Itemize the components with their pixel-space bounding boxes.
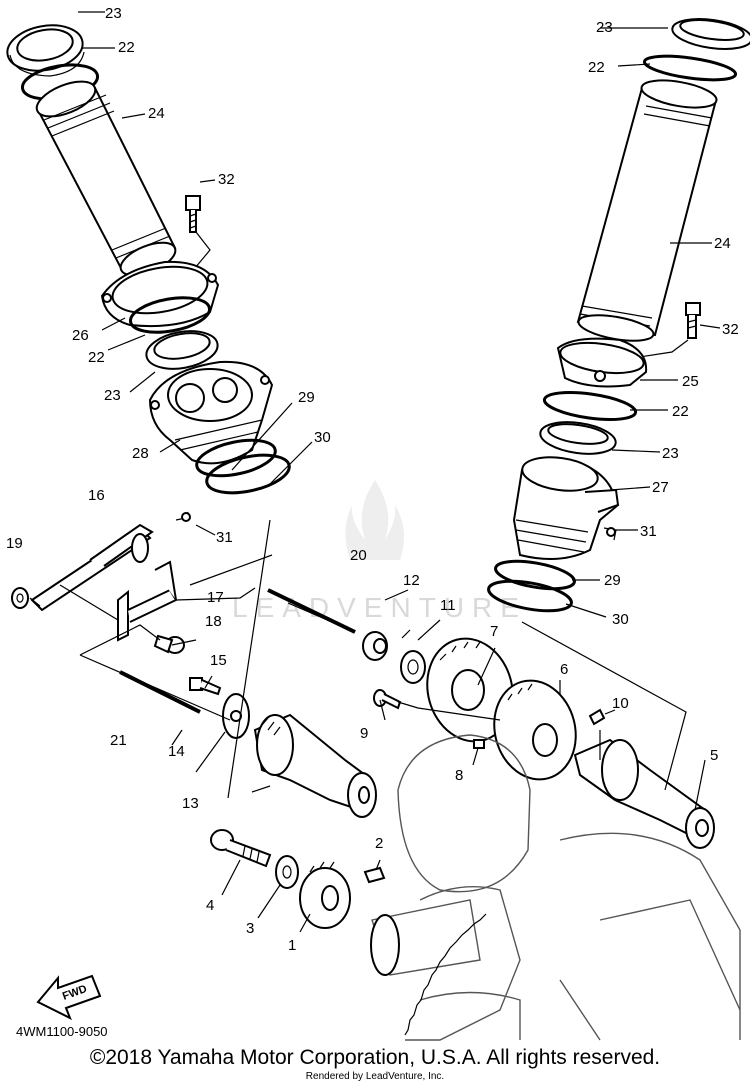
sprocket-1 bbox=[299, 861, 351, 929]
callout-24: 24 bbox=[148, 105, 165, 122]
left-tube-cap-23 bbox=[6, 24, 85, 77]
callout-3: 3 bbox=[246, 920, 254, 937]
left-cap-23-mid bbox=[145, 330, 219, 370]
callout-16: 16 bbox=[88, 487, 105, 504]
washer-3 bbox=[275, 855, 299, 889]
callout-27: 27 bbox=[652, 479, 669, 496]
callout-23: 23 bbox=[596, 19, 613, 36]
right-oring-22-mid bbox=[542, 391, 638, 421]
callout-10: 10 bbox=[612, 695, 629, 712]
callout-20: 20 bbox=[350, 547, 367, 564]
callout-28: 28 bbox=[132, 445, 149, 462]
rendered-by-notice: Rendered by LeadVenture, Inc. bbox=[305, 1071, 445, 1082]
right-pin-31 bbox=[603, 527, 617, 541]
rod-20 bbox=[267, 588, 356, 634]
right-tube-24 bbox=[576, 79, 718, 342]
callout-9: 9 bbox=[360, 725, 368, 742]
copyright-notice: ©2018 Yamaha Motor Corporation, U.S.A. A… bbox=[89, 1046, 661, 1069]
callout-7: 7 bbox=[490, 623, 498, 640]
callout-31: 31 bbox=[216, 529, 233, 546]
left-pin-31 bbox=[175, 511, 191, 522]
callout-26: 26 bbox=[72, 327, 89, 344]
callout-25: 25 bbox=[682, 373, 699, 390]
nut-12 bbox=[362, 631, 388, 661]
camshaft-5 bbox=[573, 738, 715, 849]
callout-2: 2 bbox=[375, 835, 383, 852]
callout-32: 32 bbox=[722, 321, 739, 338]
right-orings-29-30 bbox=[487, 559, 576, 613]
left-housing-28 bbox=[148, 360, 274, 465]
crank-sprocket-teeth bbox=[404, 913, 487, 1036]
callout-14: 14 bbox=[168, 743, 185, 760]
callout-30: 30 bbox=[612, 611, 629, 628]
washer-14 bbox=[222, 693, 250, 739]
callout-23: 23 bbox=[104, 387, 121, 404]
key-2 bbox=[363, 866, 386, 884]
bolt-4 bbox=[210, 829, 272, 868]
left-flange-26 bbox=[100, 260, 220, 328]
callout-6: 6 bbox=[560, 661, 568, 678]
leader-lines bbox=[29, 11, 721, 933]
gear-7 bbox=[426, 637, 514, 743]
right-cap-23-mid bbox=[539, 421, 617, 455]
callout-29: 29 bbox=[604, 572, 621, 589]
callout-5: 5 bbox=[710, 747, 718, 764]
callout-22: 22 bbox=[88, 349, 105, 366]
callout-13: 13 bbox=[182, 795, 199, 812]
shaft-16 bbox=[30, 523, 154, 612]
pin-8 bbox=[473, 739, 485, 749]
fwd-arrow-icon: FWD bbox=[36, 974, 102, 1021]
callout-17: 17 bbox=[207, 589, 224, 606]
callout-29: 29 bbox=[298, 389, 315, 406]
right-cap-23-top bbox=[671, 18, 750, 50]
diagram-code: 4WM1100-9050 bbox=[16, 1024, 108, 1039]
callout-15: 15 bbox=[210, 652, 227, 669]
crankcase-outline bbox=[370, 734, 741, 1041]
bolt-18 bbox=[153, 634, 185, 654]
callout-22: 22 bbox=[672, 403, 689, 420]
right-flange-25 bbox=[556, 337, 648, 388]
left-tube-24 bbox=[35, 80, 177, 277]
camshaft-13 bbox=[253, 713, 377, 818]
right-oring-22-top bbox=[642, 54, 738, 82]
gear-6 bbox=[493, 679, 577, 781]
washer-11 bbox=[400, 650, 426, 684]
callout-31: 31 bbox=[640, 523, 657, 540]
callout-18: 18 bbox=[205, 613, 222, 630]
right-housing-27 bbox=[512, 456, 620, 560]
callout-1: 1 bbox=[288, 937, 296, 954]
washer-19 bbox=[11, 587, 29, 609]
callout-22: 22 bbox=[118, 39, 135, 56]
bolt-15 bbox=[189, 677, 222, 696]
bracket-17 bbox=[117, 560, 178, 642]
callout-32: 32 bbox=[218, 171, 235, 188]
callout-23: 23 bbox=[105, 5, 122, 22]
watermark-logo bbox=[345, 480, 404, 560]
callout-23: 23 bbox=[662, 445, 679, 462]
pin-10 bbox=[588, 708, 606, 726]
callout-21: 21 bbox=[110, 732, 127, 749]
callout-12: 12 bbox=[403, 572, 420, 589]
callout-22: 22 bbox=[588, 59, 605, 76]
callout-labels: 23 22 24 32 26 22 23 28 29 30 31 16 19 1… bbox=[6, 5, 739, 954]
left-bolt-32 bbox=[185, 195, 211, 269]
callout-19: 19 bbox=[6, 535, 23, 552]
right-bolt-32 bbox=[619, 302, 701, 361]
callout-30: 30 bbox=[314, 429, 331, 446]
callout-8: 8 bbox=[455, 767, 463, 784]
bolt-9 bbox=[373, 689, 402, 710]
callout-4: 4 bbox=[206, 897, 214, 914]
callout-11: 11 bbox=[440, 597, 456, 614]
callout-24: 24 bbox=[714, 235, 731, 252]
left-oring-22-mid bbox=[129, 296, 211, 334]
